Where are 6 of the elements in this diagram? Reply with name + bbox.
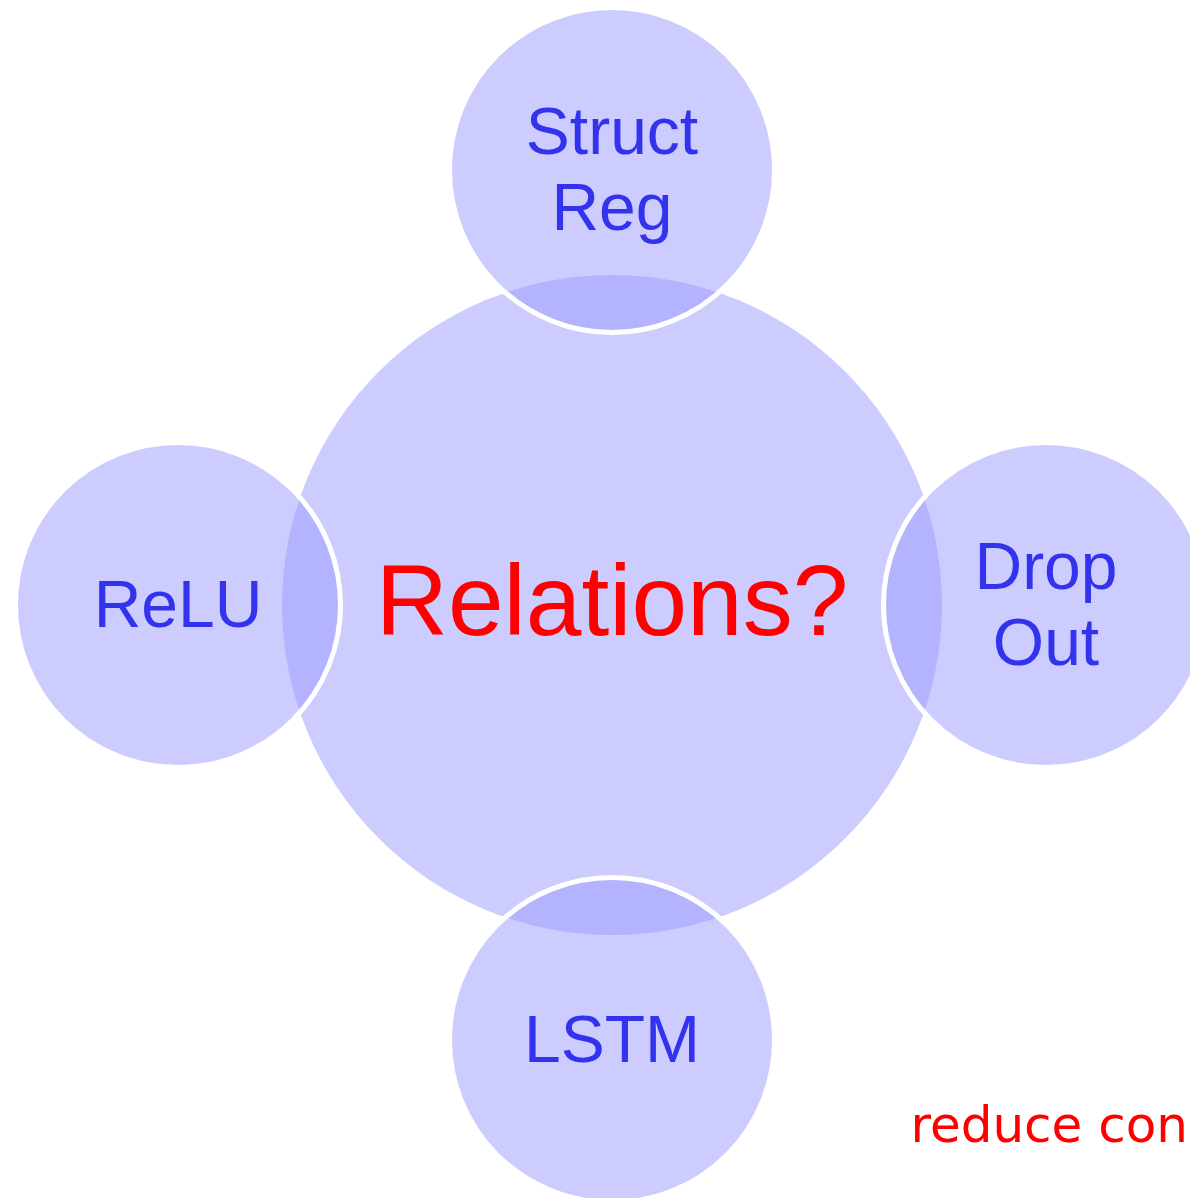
node-label: Drop Out — [973, 529, 1119, 681]
node-label: Struct Reg — [524, 94, 700, 246]
node-label: ReLU — [93, 567, 263, 643]
node-label: Relations? — [375, 542, 849, 658]
node-label: LSTM — [524, 1002, 700, 1078]
note-text: reduce con — [910, 1096, 1188, 1154]
